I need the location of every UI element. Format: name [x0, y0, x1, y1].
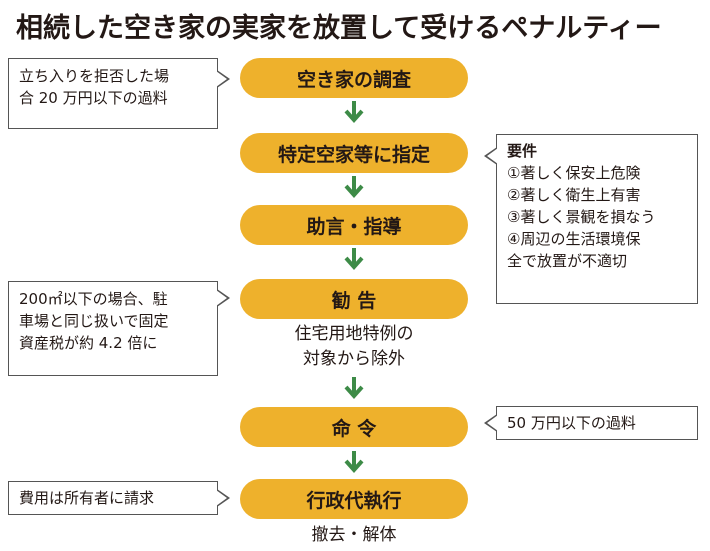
recommendation-subtext: 住宅用地特例の 対象から除外 [294, 324, 414, 369]
step-advice-guidance: 助言・指導 [240, 205, 468, 245]
execution-subtext: 撤去・解体 [311, 525, 397, 545]
down-arrow-icon [344, 451, 364, 474]
step-designation: 特定空家等に指定 [240, 133, 468, 173]
step-order: 命 令 [240, 407, 468, 447]
down-arrow-icon [344, 377, 364, 400]
note-survey-refusal-fine: 立ち入りを拒否した場 合 20 万円以下の過料 [8, 58, 230, 129]
step-vacant-house-survey: 空き家の調査 [240, 58, 468, 98]
step-administrative-execution: 行政代執行 [240, 479, 468, 519]
note-requirements: 要件 ①著しく保安上危険 ②著しく衛生上有害 ③著しく景観を損なう ④周辺の生活… [484, 134, 698, 304]
step-recommendation: 勧 告 [240, 279, 468, 319]
down-arrow-icon [344, 101, 364, 124]
note-order-fine: 50 万円以下の過料 [484, 406, 698, 440]
diagram-title: 相続した空き家の実家を放置して受けるペナルティー [16, 13, 662, 44]
note-land-tax-exclusion: 200㎡以下の場合、駐 車場と同じ扱いで固定 資産税が約 4.2 倍に [8, 281, 230, 376]
down-arrow-icon [344, 176, 364, 199]
note-cost-billing: 費用は所有者に請求 [8, 481, 230, 515]
down-arrow-icon [344, 248, 364, 271]
